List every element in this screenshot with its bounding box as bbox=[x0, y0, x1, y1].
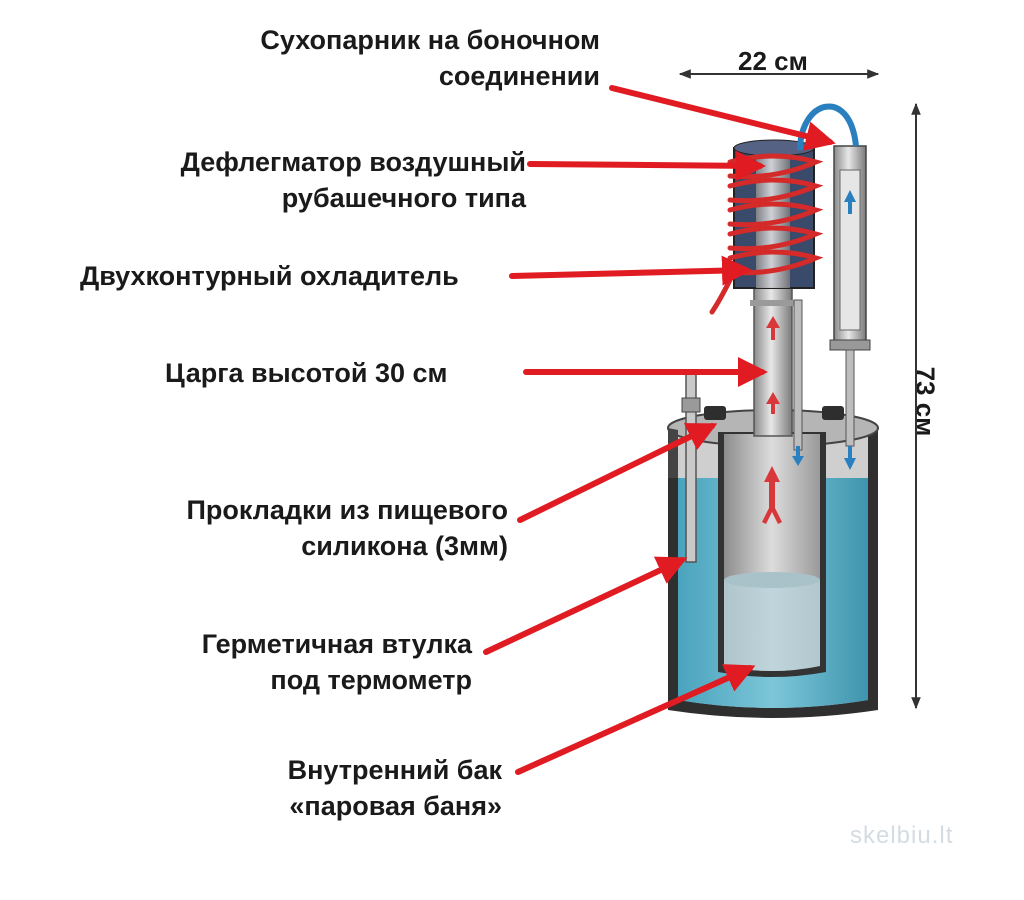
watermark: skelbiu.lt bbox=[850, 822, 954, 849]
arrow-cooler bbox=[509, 255, 752, 286]
dry-steamer bbox=[829, 145, 871, 470]
dimension-width-label: 22 см bbox=[738, 46, 808, 76]
pointer-arrows bbox=[483, 85, 836, 775]
label-dry-steamer: Сухопарник на боночном соединении bbox=[260, 25, 600, 91]
lid-valves bbox=[704, 406, 844, 420]
label-dephlegmator: Дефлегматор воздушный рубашечного типа bbox=[180, 147, 526, 213]
label-gaskets: Прокладки из пищевого силикона (3мм) bbox=[186, 495, 509, 561]
dimension-lines bbox=[678, 69, 921, 710]
return-tube bbox=[792, 299, 804, 466]
arrow-inner-tank bbox=[515, 664, 756, 775]
label-sleeve: Герметичная втулка под термометр bbox=[201, 629, 472, 695]
arrow-dephlegmator bbox=[527, 150, 766, 181]
label-column: Царга высотой 30 см bbox=[165, 358, 448, 388]
label-cooler: Двухконтурный охладитель bbox=[80, 261, 459, 291]
label-inner-tank: Внутренний бак «паровая баня» bbox=[287, 755, 502, 821]
arrow-gaskets bbox=[517, 423, 718, 523]
inner-tank bbox=[718, 432, 826, 677]
column bbox=[750, 283, 796, 437]
steam-flow-icon bbox=[762, 466, 782, 524]
arrow-sleeve bbox=[483, 556, 688, 655]
arrow-dry-steamer bbox=[609, 85, 836, 151]
